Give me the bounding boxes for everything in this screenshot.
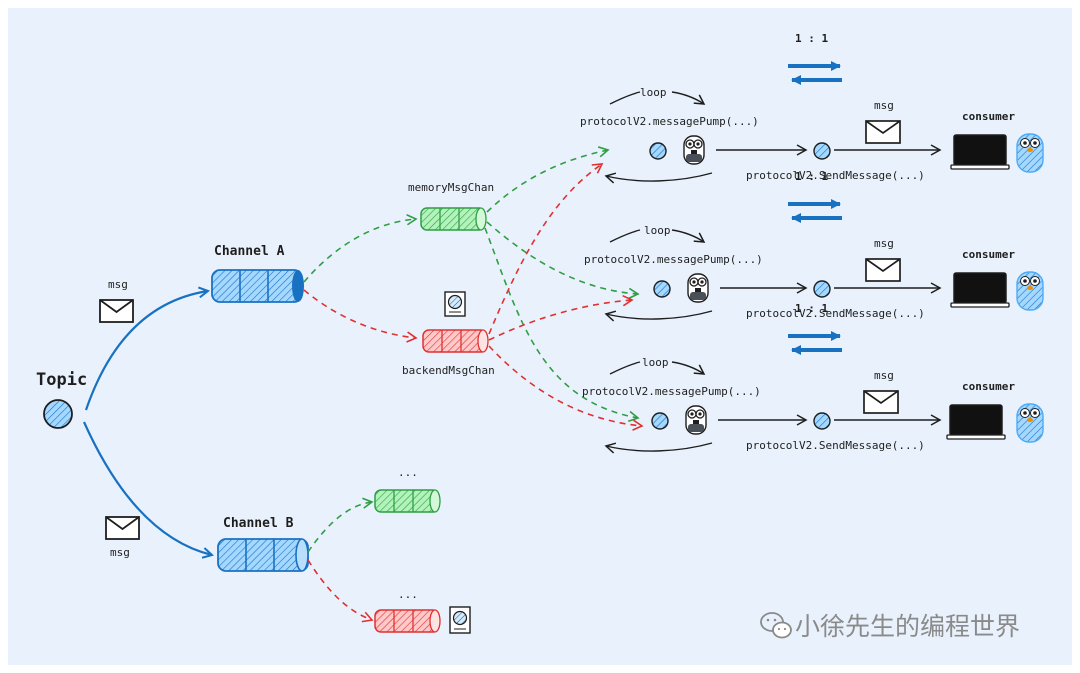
channel-b-backend-queue [374,609,441,633]
memory-msg-chan-queue [420,207,487,231]
send-message-label: protocolV2.SendMessage(...) [746,439,925,452]
arrow-topic-to-channel-b [82,421,212,555]
arrow-backend-to-pump-1 [488,163,604,335]
gopher-icon [683,135,705,165]
loop-arc-left [609,361,641,375]
ratio-label: 1 : 1 [795,170,828,183]
consumer-row: 1 : 1 loop protocolV2.messagePump(...) prot… [580,32,1044,184]
channel-a-label: Channel A [214,244,285,259]
channel-b-queue [217,538,309,572]
return-arrow [604,442,713,454]
consumer-row: 1 : 1 loop protocolV2.messagePump(...) prot… [584,170,1044,322]
msg-label: msg [874,369,894,382]
send-node [813,412,831,430]
msg-label: msg [874,99,894,112]
channel-b-label: Channel B [223,516,294,531]
msg-label-lower: msg [110,546,130,559]
send-message-label: protocolV2.SendMessage(...) [746,307,925,320]
loop-label: loop [642,356,669,369]
consumer-row: 1 : 1 loop protocolV2.messagePump(...) prot… [582,302,1044,454]
loop-arc-right [671,229,706,243]
envelope-icon [865,258,901,282]
loop-label: loop [640,86,667,99]
channel-a-queue [211,269,304,303]
gopher-icon [685,405,707,435]
message-pump-label: protocolV2.messagePump(...) [584,253,763,266]
arrow-memory-to-pump-1 [486,146,610,213]
ratio-label: 1 : 1 [795,32,828,45]
pump-node [651,412,669,430]
arrow-memory-to-pump-3 [484,227,640,423]
loop-label: loop [644,224,671,237]
topic-node [43,399,73,429]
return-arrow [604,310,713,322]
disk-icon [444,291,466,317]
pump-node [649,142,667,160]
arrow-channel-a-to-backend [303,289,418,343]
envelope-icon [99,299,134,323]
msg-label: msg [874,237,894,250]
loop-arc-left [609,229,641,243]
send-node [813,142,831,160]
gopher-icon [1016,403,1044,443]
arrow-channel-b-to-green [307,497,374,553]
gopher-icon [1016,271,1044,311]
ellipsis-green: ... [398,466,418,479]
msg-label-upper: msg [108,278,128,291]
pump-node [653,280,671,298]
canvas-background [8,8,1072,665]
ratio-label: 1 : 1 [795,302,828,315]
envelope-icon [865,120,901,144]
disk-icon [449,606,471,634]
laptop-icon [950,272,1010,308]
arrow-backend-to-pump-3 [488,345,644,431]
envelope-icon [863,390,899,414]
message-pump-label: protocolV2.messagePump(...) [580,115,759,128]
envelope-icon [105,516,140,540]
wechat-icon [760,612,792,639]
backend-msg-chan-queue [422,329,489,353]
arrow-backend-to-pump-2 [488,294,634,341]
arrow-topic-to-channel-a [84,291,208,411]
consumer-label: consumer [962,248,1015,261]
gopher-icon [1016,133,1044,173]
loop-arc-left [609,91,641,105]
send-message-label: protocolV2.SendMessage(...) [746,169,925,182]
loop-arc-right [671,361,706,375]
ellipsis-red: ... [398,588,418,601]
laptop-icon [946,404,1006,440]
send-node [813,280,831,298]
channel-b-memory-queue [374,489,441,513]
consumer-label: consumer [962,380,1015,393]
memory-chan-label: memoryMsgChan [408,181,494,194]
return-arrow [604,172,713,184]
consumer-rows: 1 : 1 loop protocolV2.messagePump(...) prot… [580,32,1044,454]
consumer-label: consumer [962,110,1015,123]
laptop-icon [950,134,1010,170]
watermark-text: 小徐先生的编程世界 [795,612,1020,641]
backend-chan-label: backendMsgChan [402,364,495,377]
loop-arc-right [671,91,706,105]
gopher-icon [687,273,709,303]
message-pump-label: protocolV2.messagePump(...) [582,385,761,398]
topic-label: Topic [36,370,87,390]
arrow-channel-b-to-red [307,559,374,623]
